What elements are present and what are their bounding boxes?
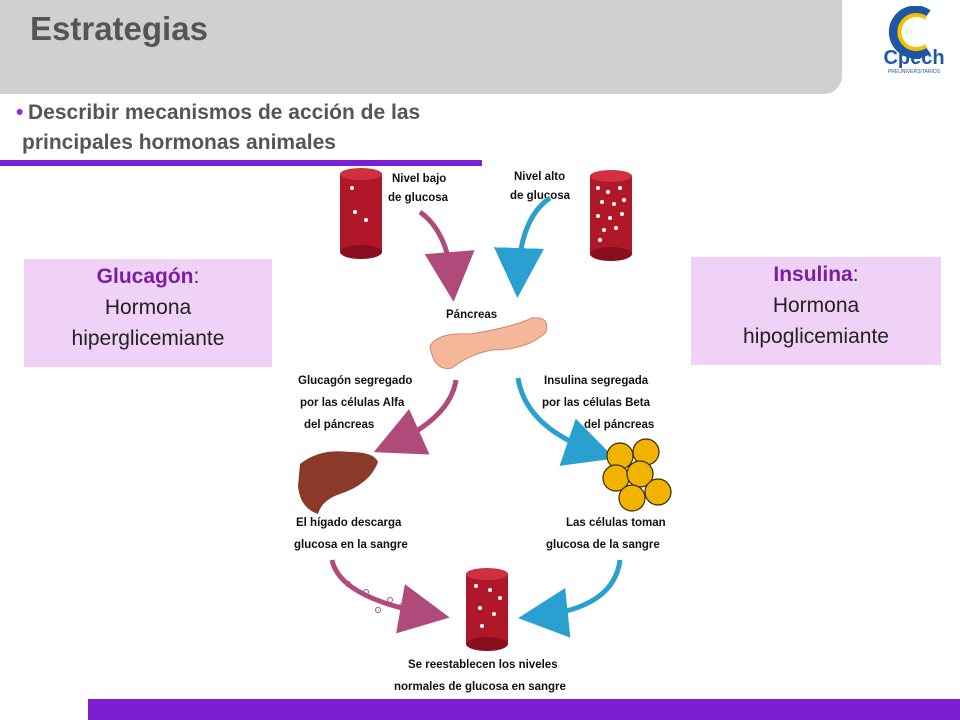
arrow-low-to-pancreas — [418, 209, 475, 302]
cells-label-1: Las células toman — [566, 517, 666, 529]
arrow-pancreas-to-liver — [373, 379, 459, 455]
header-bar — [0, 0, 842, 94]
objective-line2: principales hormonas animales — [22, 131, 336, 154]
glucagon-secreted-1: Glucagón segregado — [298, 375, 412, 387]
glucagon-line3: hiperglicemiante — [71, 327, 225, 350]
glucose-regulation-diagram: Nivel bajo de glucosa Nivel alto de gluc… — [294, 168, 672, 693]
cpech-logo: Cpech PREUNIVERSITARIOS — [883, 6, 945, 75]
high-glucose-label-2: de glucosa — [510, 190, 571, 202]
glucagon-name: Glucagón — [96, 265, 194, 288]
low-glucose-vessel — [340, 168, 382, 259]
normal-glucose-vessel — [466, 568, 508, 651]
insulina-box: Insulina: Hormona hipoglicemiante — [691, 257, 941, 365]
cells-icon — [602, 438, 672, 512]
objective-bullet: •Describir mecanismos de acción de las p… — [16, 98, 556, 158]
glucagon-secreted-2: por las células Alfa — [300, 397, 405, 409]
insulina-line2: Hormona — [772, 294, 860, 317]
insulina-line3: hipoglicemiante — [743, 325, 889, 348]
low-glucose-label-2: de glucosa — [388, 192, 449, 204]
page-title: Estrategias — [30, 10, 208, 47]
insulin-secreted-3: del páncreas — [584, 419, 654, 431]
pancreas-icon — [429, 317, 548, 370]
bullet-icon: • — [16, 101, 24, 124]
glucagon-line2: Hormona — [104, 296, 192, 319]
cells-label-2: glucosa de la sangre — [546, 539, 660, 551]
arrow-cells-to-blood — [518, 559, 623, 638]
pancreas-label: Páncreas — [446, 309, 497, 321]
low-glucose-label-1: Nivel bajo — [392, 173, 446, 185]
liver-icon — [298, 451, 378, 514]
purple-divider — [0, 160, 482, 166]
insulin-secreted-2: por las células Beta — [542, 397, 651, 409]
insulina-name: Insulina — [773, 263, 853, 286]
bottom-bar — [88, 699, 960, 720]
released-glucose-dots — [345, 581, 405, 613]
arrow-high-to-pancreas — [494, 195, 552, 298]
high-glucose-label-1: Nivel alto — [514, 171, 565, 183]
liver-label-2: glucosa en la sangre — [294, 539, 408, 551]
liver-label-1: El hígado descarga — [296, 517, 402, 529]
insulin-secreted-1: Insulina segregada — [544, 375, 649, 387]
restored-label-2: normales de glucosa en sangre — [394, 681, 566, 693]
high-glucose-vessel — [590, 170, 632, 261]
glucagon-secreted-3: del páncreas — [304, 419, 374, 431]
glucagon-box: Glucagón: Hormona hiperglicemiante — [24, 259, 272, 367]
logo-subtext: PREUNIVERSITARIOS — [888, 69, 941, 75]
objective-line1: Describir mecanismos de acción de las — [28, 101, 421, 124]
arrow-liver-to-blood — [329, 559, 450, 634]
arrow-pancreas-to-cells — [515, 377, 615, 466]
restored-label-1: Se reestablecen los niveles — [408, 659, 558, 671]
logo-text: Cpech — [883, 47, 944, 69]
